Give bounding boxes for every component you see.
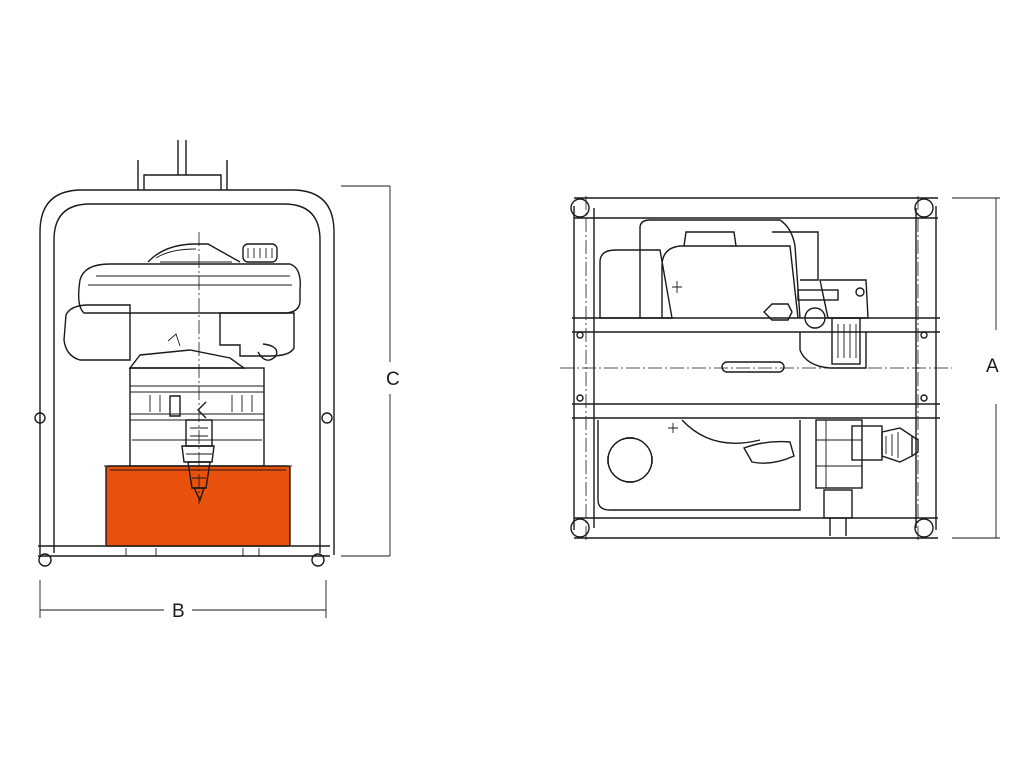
top-engine-lower xyxy=(597,419,801,511)
top-engine xyxy=(599,219,869,329)
foot-right xyxy=(311,553,325,567)
control-box xyxy=(799,317,867,369)
dim-label-c: C xyxy=(386,369,400,390)
cross-beam xyxy=(572,317,940,419)
dimension-c: C xyxy=(341,185,400,557)
foot-left xyxy=(38,553,52,567)
dim-label-a: A xyxy=(986,356,999,377)
lifting-handle xyxy=(137,140,228,190)
dimension-b: B xyxy=(39,580,327,622)
front-view: C B xyxy=(34,140,400,622)
handle-slot xyxy=(721,361,785,373)
engine xyxy=(63,243,301,369)
fuel-cap xyxy=(242,243,278,263)
top-view: A xyxy=(560,196,1000,540)
dimension-a: A xyxy=(952,197,1000,539)
dim-label-b: B xyxy=(172,601,185,622)
